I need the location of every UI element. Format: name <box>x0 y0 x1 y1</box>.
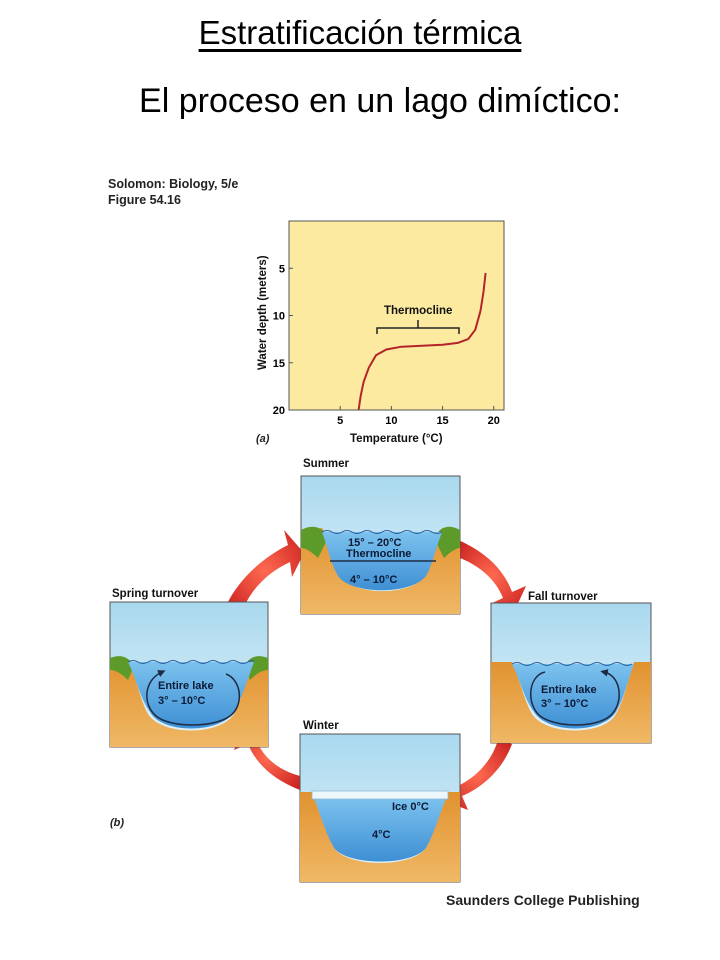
summer-thermocline-label: Thermocline <box>346 548 411 560</box>
arrow-spring-to-summer <box>226 530 304 612</box>
spring-circulation-loop <box>146 670 240 726</box>
summer-top-temp: 15° – 20°C <box>348 537 401 549</box>
winter-temp-label: 4°C <box>372 829 391 841</box>
fall-surface-waves <box>511 662 633 666</box>
arrow-summer-to-fall <box>458 540 526 612</box>
summer-bottom-temp: 4° – 10°C <box>350 574 397 586</box>
chart-ticks: 5 10 15 20 5 10 15 20 <box>273 263 500 427</box>
fall-line-2: 3° – 10°C <box>541 698 588 710</box>
fall-line-1: Entire lake <box>541 684 597 696</box>
winter-label: Winter <box>303 720 339 732</box>
fall-label: Fall turnover <box>528 591 598 603</box>
fall-soil <box>491 662 651 743</box>
x-tick-label: 20 <box>488 415 500 427</box>
winter-ice-layer <box>311 790 449 800</box>
spring-grass <box>110 656 268 680</box>
temperature-curve <box>357 272 487 411</box>
summer-grass <box>301 526 460 558</box>
source-line-2: Figure 54.16 <box>108 193 181 207</box>
thermocline-label: Thermocline <box>384 305 452 317</box>
fall-panel: Fall turnover Entire lake 3° – 10°C <box>490 591 652 744</box>
fall-circulation-loop <box>530 669 620 726</box>
summer-panel: Summer 15° – 20°C Thermocline 4° – 10°C <box>300 458 461 615</box>
y-tick-label: 10 <box>273 311 285 323</box>
fall-water <box>512 664 634 729</box>
winter-ice-label: Ice 0°C <box>392 801 429 813</box>
spring-label: Spring turnover <box>112 588 199 600</box>
spring-soil <box>110 660 268 747</box>
summer-surface-waves <box>321 530 443 534</box>
x-axis-label: Temperature (°C) <box>350 433 443 445</box>
figure-source: Solomon: Biology, 5/e Figure 54.16 <box>108 176 238 208</box>
thermocline-bracket <box>376 320 460 334</box>
summer-soil <box>301 528 460 614</box>
spring-line-1: Entire lake <box>158 680 214 692</box>
publisher-credit: Saunders College Publishing <box>446 892 640 908</box>
spring-line-2: 3° – 10°C <box>158 695 205 707</box>
spring-panel: Spring turnover Entire lake 3° – 10°C <box>109 588 269 748</box>
x-tick-label: 15 <box>436 415 448 427</box>
winter-panel: Winter Ice 0°C 4°C <box>299 720 461 883</box>
y-axis-label: Water depth (meters) <box>257 255 269 370</box>
page-subtitle: El proceso en un lago dimíctico: <box>139 82 621 120</box>
source-line-1: Solomon: Biology, 5/e <box>108 177 239 191</box>
x-tick-label: 10 <box>385 415 397 427</box>
winter-water <box>314 798 446 862</box>
spring-water <box>128 662 254 729</box>
y-tick-label: 5 <box>279 263 285 275</box>
temperature-depth-chart: 5 10 15 20 5 10 15 20 Thermocline Temperature (… <box>256 220 505 445</box>
y-tick-label: 20 <box>273 405 285 417</box>
x-tick-label: 5 <box>337 415 343 427</box>
winter-soil <box>300 792 460 882</box>
panel-a-tag: (a) <box>256 433 270 445</box>
summer-label: Summer <box>303 458 350 470</box>
panel-b-tag: (b) <box>110 817 124 829</box>
spring-surface-waves <box>127 660 255 664</box>
page-title: Estratificación térmica <box>198 14 522 51</box>
y-tick-label: 15 <box>273 358 285 370</box>
